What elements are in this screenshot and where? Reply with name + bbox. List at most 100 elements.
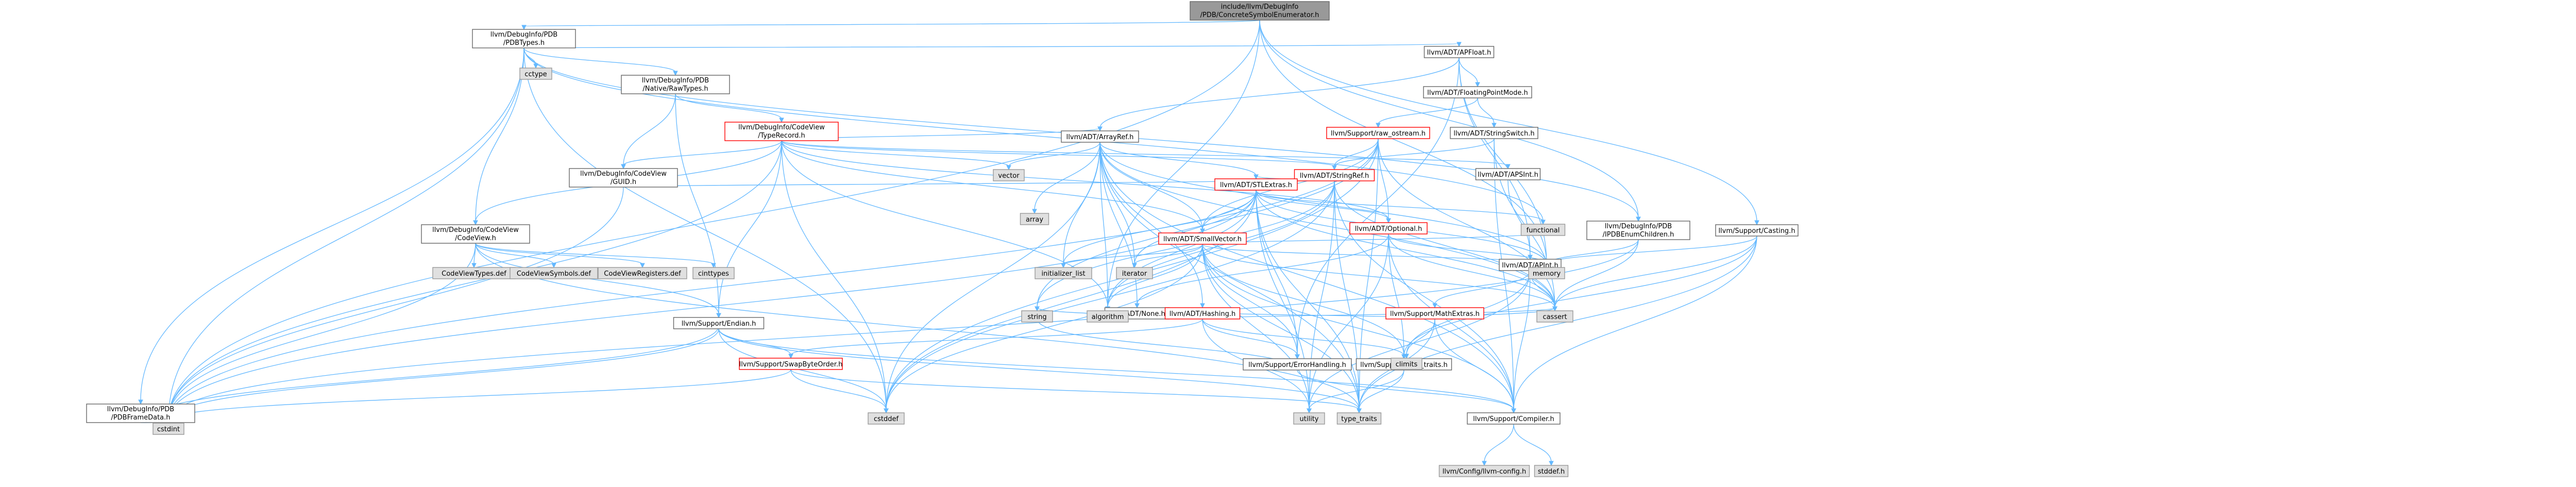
node-box [1294, 169, 1375, 181]
node-mathextras[interactable]: llvm/Support/MathExtras.h [1385, 307, 1484, 320]
node-string: string [1021, 310, 1053, 323]
include-edge [168, 369, 791, 421]
include-edge [781, 140, 887, 410]
node-typerecord[interactable]: llvm/DebugInfo/CodeView/TypeRecord.h [724, 122, 839, 141]
include-edge [168, 20, 1260, 421]
node-apfloat[interactable]: llvm/ADT/APFloat.h [1423, 46, 1495, 58]
include-edge [1513, 270, 1531, 410]
include-edge-arrowhead [1552, 306, 1557, 312]
node-initializer_list: initializer_list [1035, 267, 1092, 279]
node-box [1293, 412, 1325, 425]
include-edge [1034, 142, 1100, 211]
include-edge-arrowhead [779, 117, 784, 123]
node-box [1158, 232, 1247, 245]
include-edge-arrowhead [521, 25, 527, 30]
node-stringref[interactable]: llvm/ADT/StringRef.h [1294, 169, 1375, 181]
node-box [1035, 267, 1092, 279]
node-label: CodeViewSymbols.def [517, 270, 591, 278]
include-edge [1099, 142, 1555, 308]
include-edge [1334, 138, 1495, 167]
node-box [1336, 412, 1382, 425]
node-pdbframedata[interactable]: llvm/DebugInfo/PDB/PDBFrameData.h [86, 404, 195, 423]
node-hashing[interactable]: llvm/ADT/Hashing.h [1164, 307, 1241, 320]
node-casting[interactable]: llvm/Support/Casting.h [1715, 224, 1799, 237]
include-edge [1099, 142, 1514, 410]
node-codeview[interactable]: llvm/DebugInfo/CodeView/CodeView.h [421, 224, 530, 244]
node-label: stddef.h [1538, 468, 1565, 476]
node-box [421, 224, 530, 244]
node-box [1243, 358, 1352, 371]
include-edge [1378, 97, 1478, 125]
include-edge [1477, 97, 1495, 125]
node-label: /PDBTypes.h [503, 39, 545, 47]
include-edge [1259, 20, 1547, 265]
include-edge [1378, 138, 1389, 220]
include-edge [675, 93, 719, 315]
include-edge-arrowhead [471, 263, 477, 268]
node-cstdint: cstdint [152, 423, 184, 435]
node-arrayref[interactable]: llvm/ADT/ArrayRef.h [1061, 130, 1139, 143]
node-label: /PDB/ConcreteSymbolEnumerator.h [1200, 11, 1319, 19]
node-cstddef: cstddef [868, 412, 905, 425]
node-box [621, 75, 730, 94]
include-edge [1406, 318, 1435, 356]
node-swapbyteorder[interactable]: llvm/Support/SwapByteOrder.h [739, 358, 843, 370]
include-edge [1309, 370, 1404, 410]
node-label: include/llvm/DebugInfo [1221, 3, 1299, 11]
node-root[interactable]: include/llvm/DebugInfo/PDB/ConcreteSymbo… [1190, 1, 1330, 21]
include-edge [1259, 20, 1757, 222]
node-label: llvm/ADT/SmallVector.h [1163, 236, 1242, 243]
node-compiler[interactable]: llvm/Support/Compiler.h [1467, 412, 1561, 425]
include-edge [1334, 180, 1360, 410]
include-edge [1099, 142, 1203, 305]
node-endian[interactable]: llvm/Support/Endian.h [673, 317, 765, 329]
include-edge [523, 47, 887, 410]
include-edge [1256, 190, 1310, 410]
node-guid[interactable]: llvm/DebugInfo/CodeView/GUID.h [569, 168, 678, 188]
node-box [739, 358, 843, 370]
node-box [673, 317, 765, 329]
node-rawostream[interactable]: llvm/Support/raw_ostream.h [1326, 127, 1430, 139]
include-edge-arrowhead [1505, 164, 1511, 170]
include-edge [1513, 424, 1552, 463]
node-smallvector[interactable]: llvm/ADT/SmallVector.h [1158, 232, 1247, 245]
node-label: llvm/ADT/STLExtras.h [1220, 181, 1292, 189]
include-edge [1202, 244, 1360, 410]
node-stlextras[interactable]: llvm/ADT/STLExtras.h [1214, 178, 1298, 191]
include-edge [1202, 244, 1404, 356]
include-edge [475, 243, 719, 315]
node-box [1475, 168, 1541, 180]
include-edge-arrowhead [1061, 263, 1066, 268]
include-edge [1107, 244, 1203, 308]
node-box [1349, 222, 1428, 234]
include-edge [1107, 20, 1260, 308]
edge-layer [138, 20, 1759, 466]
include-edge [1359, 370, 1404, 410]
include-edge [1202, 244, 1514, 410]
include-edge [1202, 318, 1298, 356]
node-optional[interactable]: llvm/ADT/Optional.h [1349, 222, 1428, 234]
node-type_traits: type_traits [1336, 412, 1382, 425]
node-errorhandling[interactable]: llvm/Support/ErrorHandling.h [1243, 358, 1352, 371]
node-box [692, 267, 735, 279]
include-edge [168, 239, 1639, 421]
node-pdbenumchildren[interactable]: llvm/DebugInfo/PDB/IPDBEnumChildren.h [1586, 221, 1690, 240]
node-apsint[interactable]: llvm/ADT/APSInt.h [1475, 168, 1541, 180]
node-fpmode[interactable]: llvm/ADT/FloatingPointMode.h [1423, 86, 1532, 98]
include-edge [1259, 20, 1639, 219]
node-nativerawtypes[interactable]: llvm/DebugInfo/PDB/Native/RawTypes.h [621, 75, 730, 94]
include-edge-arrowhead [1097, 126, 1103, 132]
node-label: /TypeRecord.h [758, 132, 805, 140]
node-label: cassert [1543, 313, 1567, 321]
node-pdbtypes[interactable]: llvm/DebugInfo/PDB/PDBTypes.h [472, 29, 576, 48]
include-edge [1099, 142, 1257, 176]
include-edge [1554, 239, 1639, 308]
include-edge [1099, 142, 1547, 265]
node-label: string [1027, 313, 1046, 321]
node-label: llvm/ADT/FloatingPointMode.h [1427, 89, 1528, 97]
include-edge-arrowhead [1035, 306, 1040, 312]
include-edge [1099, 57, 1460, 128]
node-stringswitch[interactable]: llvm/ADT/StringSwitch.h [1450, 127, 1538, 139]
include-edge [1309, 270, 1531, 410]
